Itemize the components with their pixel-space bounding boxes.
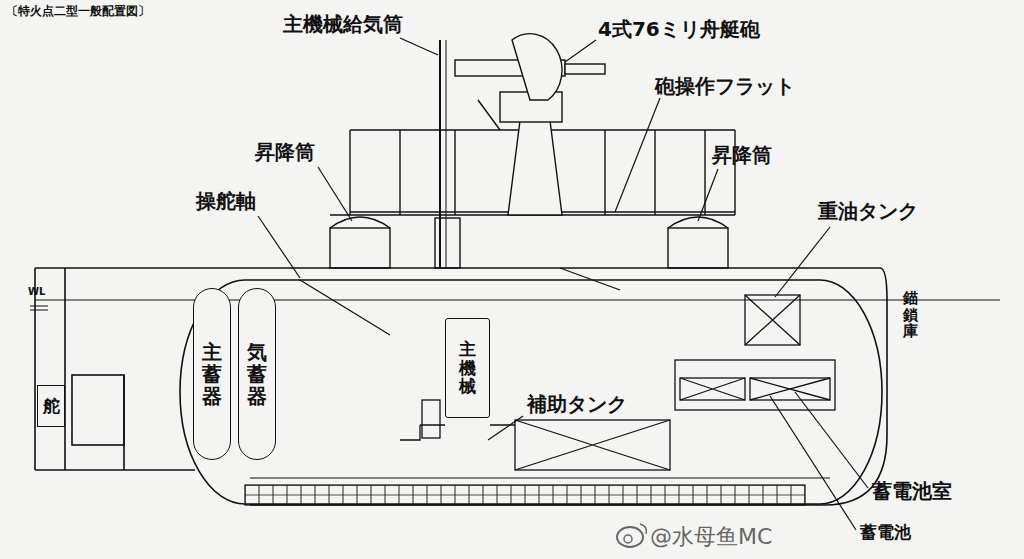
drawing-rect	[668, 228, 728, 268]
watermark: @水母鱼MC	[650, 524, 772, 550]
part-label: 重油タンク	[818, 199, 918, 223]
part-label: 昇降筒	[712, 143, 772, 167]
gun	[455, 34, 605, 215]
drawing-line	[400, 38, 438, 55]
drawing-line	[123, 375, 125, 470]
drawing-line	[770, 396, 856, 530]
drawing-rect	[675, 360, 835, 410]
drawing-line	[698, 169, 718, 221]
part-label: 砲操作フラット	[655, 74, 795, 98]
air-cylinder: 主蓄器	[193, 288, 231, 460]
drawing-line	[478, 100, 500, 130]
drawing-line	[775, 227, 830, 297]
node-text: 主蓄器	[202, 341, 222, 407]
drawing-path	[400, 425, 515, 440]
drawing-line	[565, 40, 596, 62]
drawing-line	[734, 130, 735, 215]
waterline-label: WL	[28, 286, 45, 298]
drawing-path	[512, 34, 562, 100]
part-label: 蓄電池	[860, 522, 911, 542]
engine-box: 主機械	[445, 318, 490, 418]
drawing-line	[250, 478, 830, 479]
drawing-line	[318, 167, 352, 221]
hull	[30, 268, 1000, 505]
drawing-line	[35, 469, 195, 471]
weibo-logo	[617, 524, 646, 547]
part-label: 昇降筒	[255, 140, 315, 164]
drawing-rect	[330, 228, 390, 268]
air-cylinder: 気蓄器	[238, 288, 276, 460]
drawing-line	[795, 392, 868, 488]
drawing-line	[35, 300, 1000, 301]
rudder-box: 舵	[37, 385, 65, 427]
drawing-line	[454, 130, 455, 215]
drawing-circle	[624, 535, 632, 543]
drawing-line	[30, 306, 48, 307]
drawing-line	[654, 130, 655, 215]
node-text: 主機械	[459, 340, 476, 396]
part-label: 蓄電池室	[872, 479, 952, 503]
part-label: 主機械給気筒	[283, 12, 403, 36]
drawing-line	[349, 130, 350, 215]
leader-lines	[258, 38, 868, 530]
node-text: 舵	[43, 395, 60, 418]
drawing-rect	[680, 378, 745, 400]
part-label: 操舵軸	[196, 189, 256, 213]
drawing-line	[34, 268, 36, 470]
diagram-title: 〔特火点二型一般配置図〕	[6, 4, 150, 18]
drawing-rect	[745, 295, 800, 345]
drawing-path	[750, 378, 830, 400]
drawing-rect	[565, 64, 605, 74]
drawing-path	[668, 217, 728, 228]
drawing-path	[35, 268, 887, 505]
drawing-line	[604, 130, 605, 215]
drawing-line	[615, 98, 660, 212]
drawing-path	[640, 524, 646, 534]
drawing-path	[515, 420, 670, 470]
part-label: 補助タンク	[527, 392, 627, 416]
part-label: 錨鎖庫	[903, 290, 918, 340]
part-label: 4式76ミリ舟艇砲	[598, 17, 760, 41]
drawing-rect	[515, 420, 670, 470]
drawing-line	[64, 268, 66, 470]
drawing-rect	[750, 378, 830, 400]
drawing-path	[330, 217, 390, 228]
drawing-line	[258, 216, 300, 278]
drawing-rect	[435, 218, 460, 268]
drawing-line	[30, 310, 48, 311]
drawing-path	[180, 280, 882, 504]
drawing-line	[446, 40, 447, 268]
drawing-line	[399, 130, 400, 215]
drawing-line	[488, 416, 523, 440]
node-text: 気蓄器	[247, 341, 267, 407]
drawing-path	[745, 295, 800, 345]
drawing-line	[439, 40, 441, 268]
drawing-rect	[422, 400, 440, 438]
tanks	[300, 268, 835, 470]
drawing-ellipse	[617, 527, 643, 547]
drawing-path	[680, 378, 745, 400]
battery-cells	[245, 485, 805, 505]
drawing-rect	[72, 375, 124, 445]
